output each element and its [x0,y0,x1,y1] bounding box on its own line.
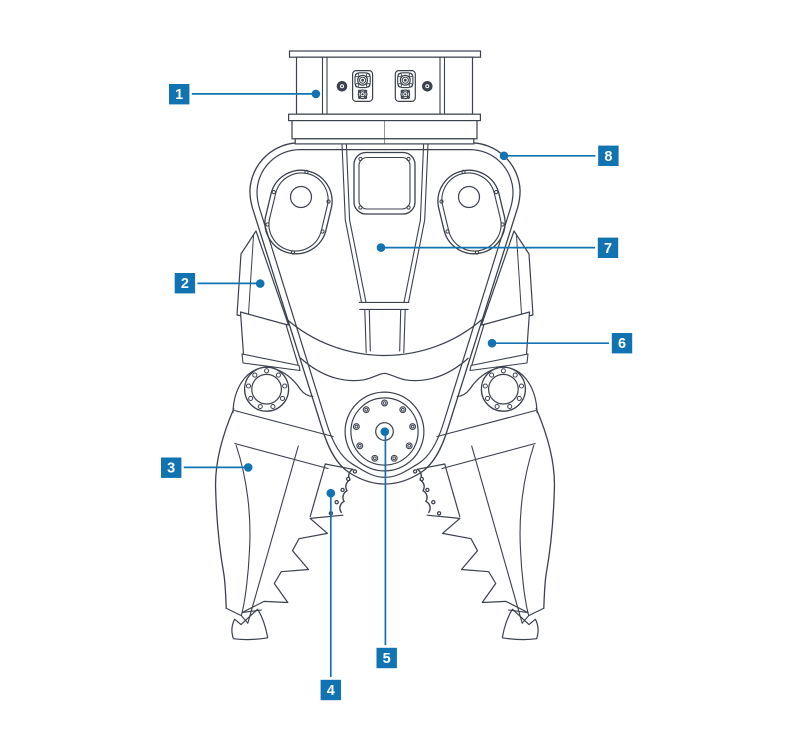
svg-text:8: 8 [604,149,612,165]
svg-text:1: 1 [175,87,183,103]
svg-text:2: 2 [181,276,189,292]
svg-text:7: 7 [604,241,612,257]
svg-text:4: 4 [327,683,335,699]
svg-text:3: 3 [167,461,175,477]
svg-text:6: 6 [618,336,626,352]
svg-text:5: 5 [383,651,391,667]
